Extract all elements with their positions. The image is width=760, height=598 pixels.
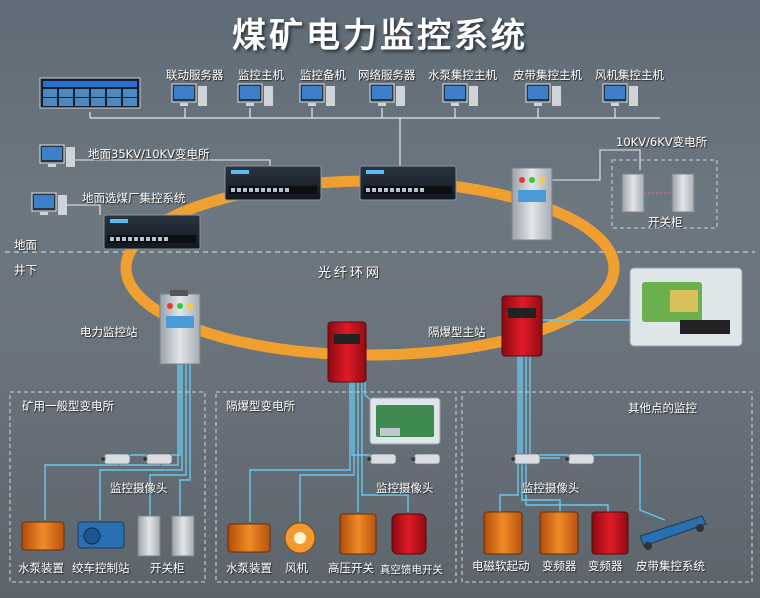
video-wall [39, 77, 141, 109]
page-title: 煤矿电力监控系统 [232, 16, 528, 56]
device-label-inverter-1: 变频器 [542, 559, 577, 573]
substation-35kv-label: 地面35KV/10KV变电所 [88, 147, 210, 161]
server-label-linkage: 联动服务器 [166, 68, 224, 82]
device-label-soft-starter: 电磁软起动 [472, 559, 530, 573]
flameproof-units [327, 295, 543, 383]
server-label-network: 网络服务器 [358, 68, 416, 82]
server-label-monitor: 监控主机 [238, 68, 284, 82]
coal-prep-label: 地面选煤厂集控系统 [82, 191, 186, 205]
module-boards [369, 267, 743, 445]
power-monitor-cabinet [159, 290, 201, 365]
server-label-backup: 监控备机 [300, 68, 346, 82]
device-label-winch: 绞车控制站 [72, 561, 130, 575]
server-computers [31, 83, 638, 215]
device-label-hv-switch: 高压开关 [328, 561, 374, 575]
device-label-vacuum-feeder: 真空馈电开关 [380, 564, 443, 576]
panel-flameproof-box [215, 391, 457, 583]
substation-10kv [511, 159, 718, 241]
camera-label-flameproof: 监控摄像头 [376, 481, 434, 495]
switchgear-label: 开关柜 [648, 215, 683, 229]
ground-label: 地面 [14, 238, 37, 252]
fiber-ring-label: 光纤环网 [318, 266, 383, 281]
device-label-belt-system: 皮带集控系统 [636, 559, 705, 573]
server-label-pump: 水泵集控主机 [428, 68, 497, 82]
cameras [100, 453, 595, 471]
flameproof-main-station-label: 隔爆型主站 [428, 325, 486, 339]
flameproof-devices [227, 513, 427, 555]
device-label-pump: 水泵装置 [18, 561, 64, 575]
power-monitor-station-label: 电力监控站 [80, 325, 138, 339]
general-devices [21, 515, 195, 557]
underground-label: 井下 [14, 263, 37, 277]
panel-flameproof-title: 隔爆型变电所 [226, 399, 295, 413]
device-label-fan: 风机 [285, 561, 308, 575]
panel-general-box [9, 391, 206, 583]
server-drops [89, 108, 616, 170]
device-label-fp-pump: 水泵装置 [226, 561, 272, 575]
camera-label-general: 监控摄像头 [110, 481, 168, 495]
device-label-inverter-2: 变频器 [588, 559, 623, 573]
fiber-drops [44, 300, 666, 522]
substation-10kv-label: 10KV/6KV变电所 [616, 135, 708, 149]
camera-label-other: 监控摄像头 [522, 481, 580, 495]
device-label-switchgear: 开关柜 [150, 561, 185, 575]
ring-switches [103, 165, 457, 250]
panel-other-box [461, 391, 753, 583]
server-label-belt: 皮带集控主机 [513, 68, 582, 82]
server-label-fan: 风机集控主机 [595, 68, 664, 82]
panel-other-title: 其他点的监控 [628, 401, 697, 415]
panel-general-title: 矿用一般型变电所 [22, 399, 114, 413]
other-devices [483, 511, 707, 555]
